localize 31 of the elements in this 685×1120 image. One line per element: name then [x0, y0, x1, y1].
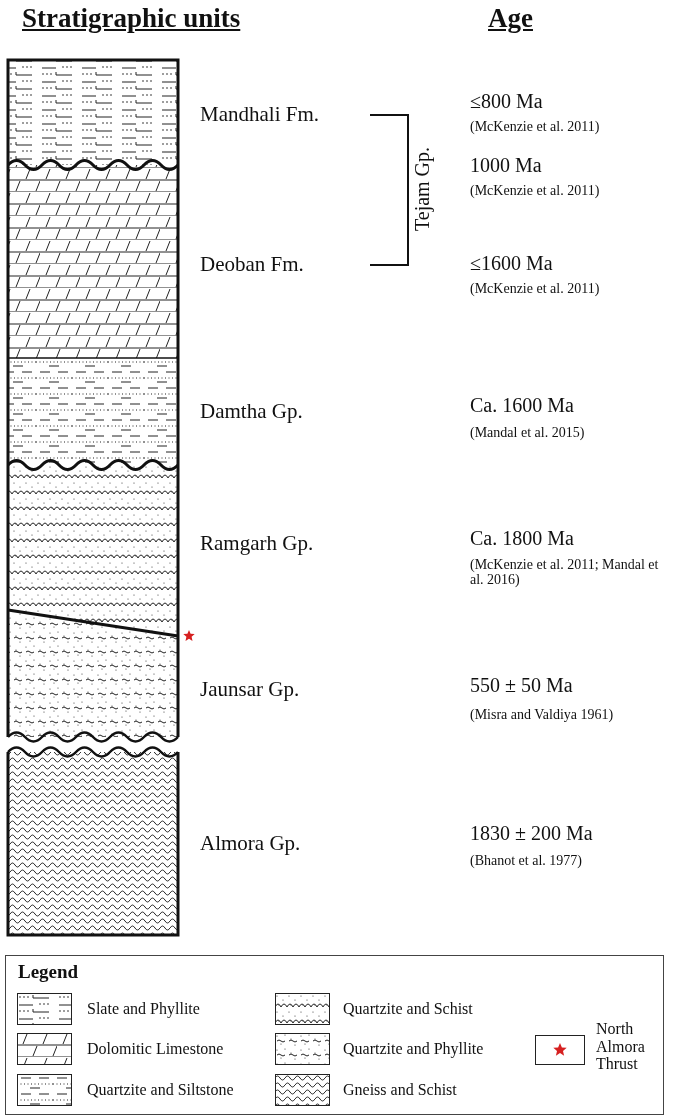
legend-label: Dolomitic Limestone	[87, 1040, 224, 1058]
legend-title: Legend	[18, 962, 79, 983]
legend-label: North Almora Thrust	[596, 1020, 646, 1073]
citation: (Bhanot et al. 1977)	[470, 853, 582, 869]
unit-name: Deoban Fm.	[200, 253, 304, 277]
citation: (McKenzie et al. 2011; Mandal et al. 2016)	[470, 557, 660, 588]
unit-name: Almora Gp.	[200, 832, 301, 856]
citation: (McKenzie et al. 2011)	[470, 281, 600, 297]
unit-name: Ramgarh Gp.	[200, 532, 314, 556]
unit-name: Jaunsar Gp.	[200, 678, 300, 702]
column-heading: Age	[488, 4, 533, 34]
citation: (McKenzie et al. 2011)	[470, 119, 600, 135]
unit-name: Damtha Gp.	[200, 400, 303, 424]
age-value: Ca. 1800 Ma	[470, 527, 574, 549]
age-value: Ca. 1600 Ma	[470, 394, 574, 416]
group-label: Tejam Gp.	[411, 146, 434, 232]
age-value: ≤1600 Ma	[470, 252, 553, 274]
citation: (Misra and Valdiya 1961)	[470, 707, 614, 723]
column-heading: Stratigraphic units	[22, 4, 241, 34]
age-value: 550 ± 50 Ma	[470, 674, 573, 696]
age-value: 1830 ± 200 Ma	[470, 822, 593, 844]
legend-label: Quartzite and Siltstone	[87, 1081, 234, 1099]
age-value: 1000 Ma	[470, 154, 542, 176]
citation: (Mandal et al. 2015)	[470, 425, 585, 441]
legend-label: Quartzite and Phyllite	[343, 1040, 484, 1058]
legend-label: Gneiss and Schist	[343, 1081, 457, 1099]
unit-name: Mandhali Fm.	[200, 103, 319, 127]
citation: (McKenzie et al. 2011)	[470, 183, 600, 199]
age-value: ≤800 Ma	[470, 90, 543, 112]
legend-label: Quartzite and Schist	[343, 1000, 473, 1018]
legend-label: Slate and Phyllite	[87, 1000, 200, 1018]
